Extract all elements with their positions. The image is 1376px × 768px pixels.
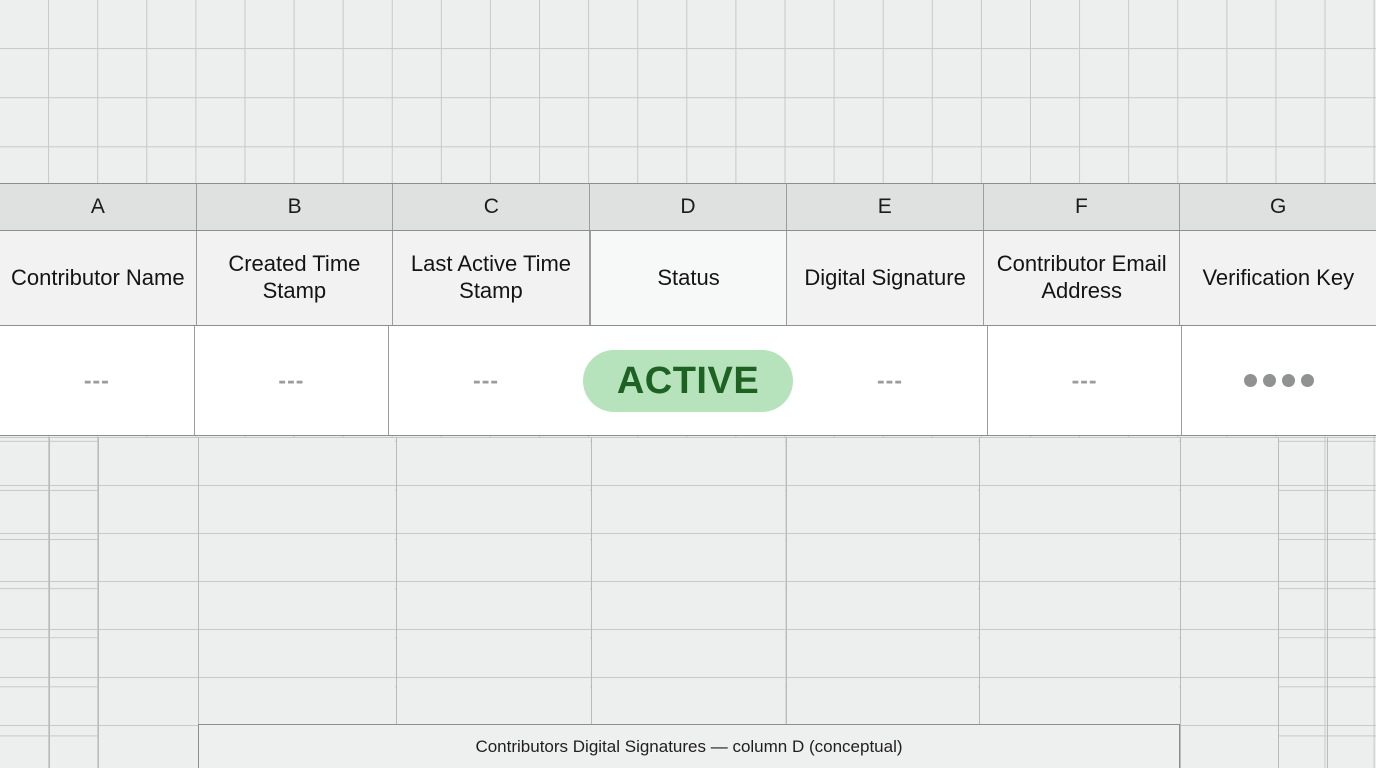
cell-digital-signature[interactable]: --- xyxy=(793,326,988,435)
lower-grid-vline xyxy=(1180,437,1181,768)
lower-grid-vline xyxy=(979,437,980,768)
lower-grid-vline xyxy=(1278,437,1279,768)
lower-grid-vline xyxy=(98,437,99,768)
lower-col-fill xyxy=(1181,437,1278,768)
lower-grid-hline xyxy=(0,677,1376,678)
lower-grid-hline xyxy=(0,485,1376,486)
column-header-f[interactable]: F xyxy=(984,184,1181,230)
cell-contributor-name[interactable]: --- xyxy=(0,326,195,435)
dot-icon xyxy=(1282,374,1296,387)
lower-grid-hline xyxy=(0,437,1376,438)
cell-contributor-email-address[interactable]: --- xyxy=(988,326,1183,435)
field-header-status[interactable]: Status xyxy=(589,231,788,325)
lower-col-fill xyxy=(199,437,395,768)
cell-verification-key[interactable] xyxy=(1182,326,1376,435)
column-header-e[interactable]: E xyxy=(787,184,984,230)
masked-value-dots xyxy=(1244,374,1315,387)
field-header-contributor-email-address[interactable]: Contributor Email Address xyxy=(984,231,1181,325)
placeholder-dashes: --- xyxy=(83,367,110,393)
lower-col-fill xyxy=(787,437,978,768)
cell-created-time-stamp[interactable]: --- xyxy=(195,326,390,435)
lower-col-fill xyxy=(99,437,198,768)
lower-grid-columns xyxy=(0,437,1376,768)
lower-grid-vline xyxy=(591,437,592,768)
placeholder-dashes: --- xyxy=(278,367,305,393)
table-row: --- --- --- ACTIVE --- --- xyxy=(0,326,1376,436)
column-header-d[interactable]: D xyxy=(590,184,787,230)
placeholder-dashes: --- xyxy=(1071,367,1098,393)
field-header-last-active-time-stamp[interactable]: Last Active Time Stamp xyxy=(393,231,590,325)
column-header-b[interactable]: B xyxy=(197,184,394,230)
lower-grid-hline xyxy=(0,581,1376,582)
status-badge: ACTIVE xyxy=(582,349,794,412)
column-letter-row: A B C D E F G xyxy=(0,183,1376,231)
column-header-a[interactable]: A xyxy=(0,184,197,230)
dot-icon xyxy=(1244,374,1258,387)
lower-col-fill xyxy=(592,437,785,768)
placeholder-dashes: --- xyxy=(473,367,500,393)
field-name-row: Contributor Name Created Time Stamp Last… xyxy=(0,231,1376,326)
cell-status[interactable]: ACTIVE xyxy=(582,326,794,435)
lower-grid-vline xyxy=(396,437,397,768)
field-header-contributor-name[interactable]: Contributor Name xyxy=(0,231,197,325)
column-header-c[interactable]: C xyxy=(393,184,591,230)
field-header-created-time-stamp[interactable]: Created Time Stamp xyxy=(197,231,394,325)
field-header-verification-key[interactable]: Verification Key xyxy=(1202,264,1355,290)
caption-text: Contributors Digital Signatures — column… xyxy=(475,736,903,756)
lower-grid-vline xyxy=(1327,437,1328,768)
column-header-g[interactable]: G xyxy=(1270,195,1287,218)
dot-icon xyxy=(1301,374,1315,387)
cell-last-active-time-stamp[interactable]: --- xyxy=(389,326,583,435)
lower-col-fill xyxy=(397,437,590,768)
field-header-digital-signature[interactable]: Digital Signature xyxy=(787,231,984,325)
lower-col-fill xyxy=(980,437,1179,768)
dot-icon xyxy=(1263,374,1277,387)
lower-grid-hline xyxy=(0,629,1376,630)
caption-bar: Contributors Digital Signatures — column… xyxy=(198,724,1180,768)
spreadsheet-table: A B C D E F G Contributor Name Created T… xyxy=(0,183,1376,436)
lower-grid-hline xyxy=(0,533,1376,534)
lower-grid-vline xyxy=(786,437,787,768)
lower-grid-vline xyxy=(198,437,199,768)
lower-grid-vline xyxy=(49,437,50,768)
placeholder-dashes: --- xyxy=(877,367,903,393)
